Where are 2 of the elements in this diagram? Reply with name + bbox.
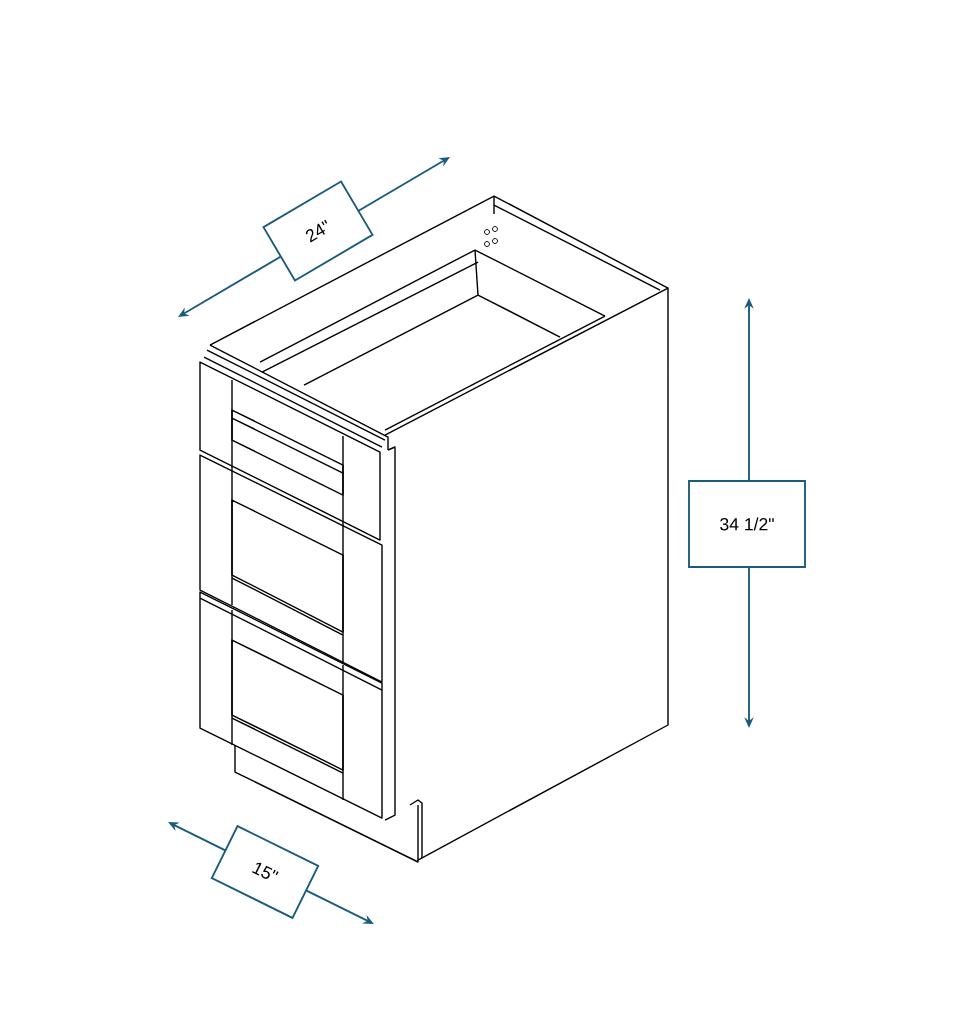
dimension-label: 34 1/2" [688,480,806,568]
dimension-label: 24" [262,180,374,282]
